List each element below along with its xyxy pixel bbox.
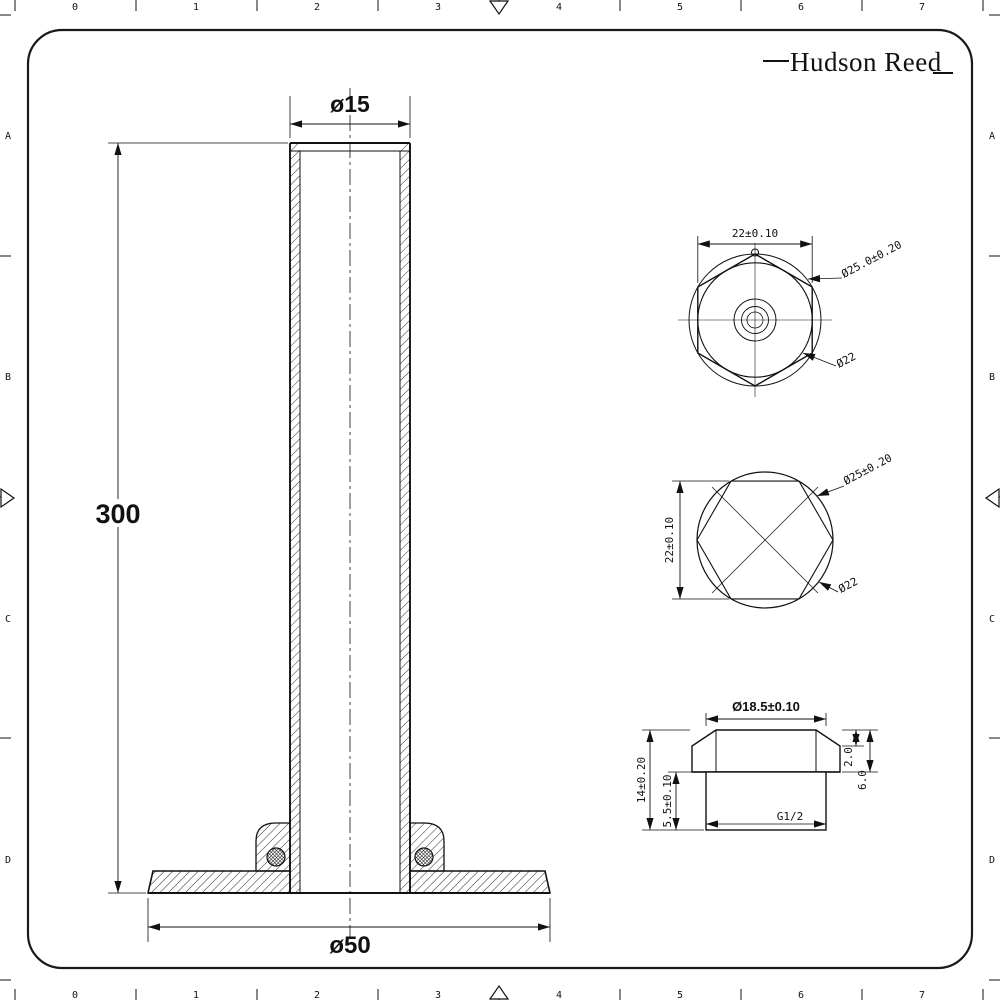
ruler-left: [0, 14, 16, 981]
zone-label: 1: [193, 990, 199, 1000]
zone-label: A: [5, 131, 11, 142]
front-view-dimensions: ø15 300 ø50: [92, 91, 551, 959]
zone-label: 5: [677, 2, 683, 13]
zone-label: D: [989, 855, 995, 866]
dim-hex-height: 6.0: [856, 770, 869, 790]
o-ring-right: [414, 847, 434, 867]
brand-logo: Hudson Reed: [763, 47, 953, 77]
dim-tube-height: 300: [95, 499, 140, 529]
zone-label: 2: [314, 2, 320, 13]
tube-wall-right: [400, 143, 410, 893]
brand-name: Hudson Reed: [790, 47, 942, 77]
dim-total-height: 14±0.20: [635, 757, 648, 803]
nut-hexagon: [696, 480, 834, 600]
center-mark-top: [488, 0, 510, 16]
nut-bottom-view: 22±0.10 Ø25±0.20 Ø22: [663, 451, 894, 609]
zone-label: C: [989, 614, 995, 625]
nut-top-view: 22±0.10 Ø25.0±0.20 Ø22: [678, 227, 904, 397]
dim-circle-diameter: Ø22: [834, 350, 858, 371]
zone-label: 7: [919, 990, 925, 1000]
dim-thread-size: G1/2: [777, 810, 804, 823]
zone-label: A: [989, 131, 995, 142]
dim-outer-diameter: Ø25±0.20: [841, 451, 894, 487]
zone-label: 4: [556, 990, 562, 1000]
o-ring-left: [266, 847, 286, 867]
dim-across-flats: 22±0.10: [663, 517, 676, 563]
ruler-right-labels: A B C D: [989, 131, 995, 866]
thread-boss-section: [705, 771, 827, 831]
dim-outer-diameter: Ø25.0±0.20: [839, 238, 904, 281]
front-view: [146, 88, 552, 938]
nut-hexagon: [697, 253, 813, 387]
ruler-bottom: [14, 984, 984, 1000]
zone-label: B: [5, 372, 11, 383]
zone-label: 4: [556, 2, 562, 13]
dim-across-flats: 22±0.10: [732, 227, 778, 240]
zone-label: B: [989, 372, 995, 383]
ruler-left-labels: A B C D: [5, 131, 11, 866]
zone-label: 6: [798, 2, 804, 13]
dim-chamfer-height: 2.0: [842, 747, 855, 767]
ruler-top-labels: 0 1 2 3 4 5 6 7: [72, 2, 925, 13]
nut-section-view: G1/2 Ø18.5±0.10 14±0.20 5.5±0.10 2.0 6.0: [635, 699, 878, 831]
center-mark-left: [0, 487, 16, 509]
zone-label: D: [5, 855, 11, 866]
ruler-right: [984, 14, 1000, 981]
nut-nub: [751, 248, 759, 257]
dim-circle-diameter: Ø22: [836, 575, 860, 596]
zone-label: C: [5, 614, 11, 625]
zone-label: 5: [677, 990, 683, 1000]
dim-flange-diameter: ø50: [329, 932, 370, 959]
zone-label: 1: [193, 2, 199, 13]
ruler-bottom-labels: 0 1 2 3 4 5 6 7: [72, 990, 925, 1000]
dim-top-diameter: Ø18.5±0.10: [732, 699, 800, 714]
dim-thread-height: 5.5±0.10: [661, 775, 674, 828]
tube-wall-left: [290, 143, 300, 893]
ruler-top: [14, 0, 984, 16]
zone-label: 0: [72, 990, 78, 1000]
center-mark-bottom: [488, 984, 510, 1000]
nut-hex-section: [691, 729, 841, 773]
sheet-border: [26, 28, 974, 970]
dim-tube-diameter: ø15: [330, 91, 370, 117]
zone-label: 2: [314, 990, 320, 1000]
bore-circle: [733, 298, 777, 342]
zone-label: 3: [435, 2, 441, 13]
center-mark-right: [984, 487, 1000, 509]
zone-label: 0: [72, 2, 78, 13]
zone-label: 7: [919, 2, 925, 13]
zone-label: 6: [798, 990, 804, 1000]
zone-label: 3: [435, 990, 441, 1000]
